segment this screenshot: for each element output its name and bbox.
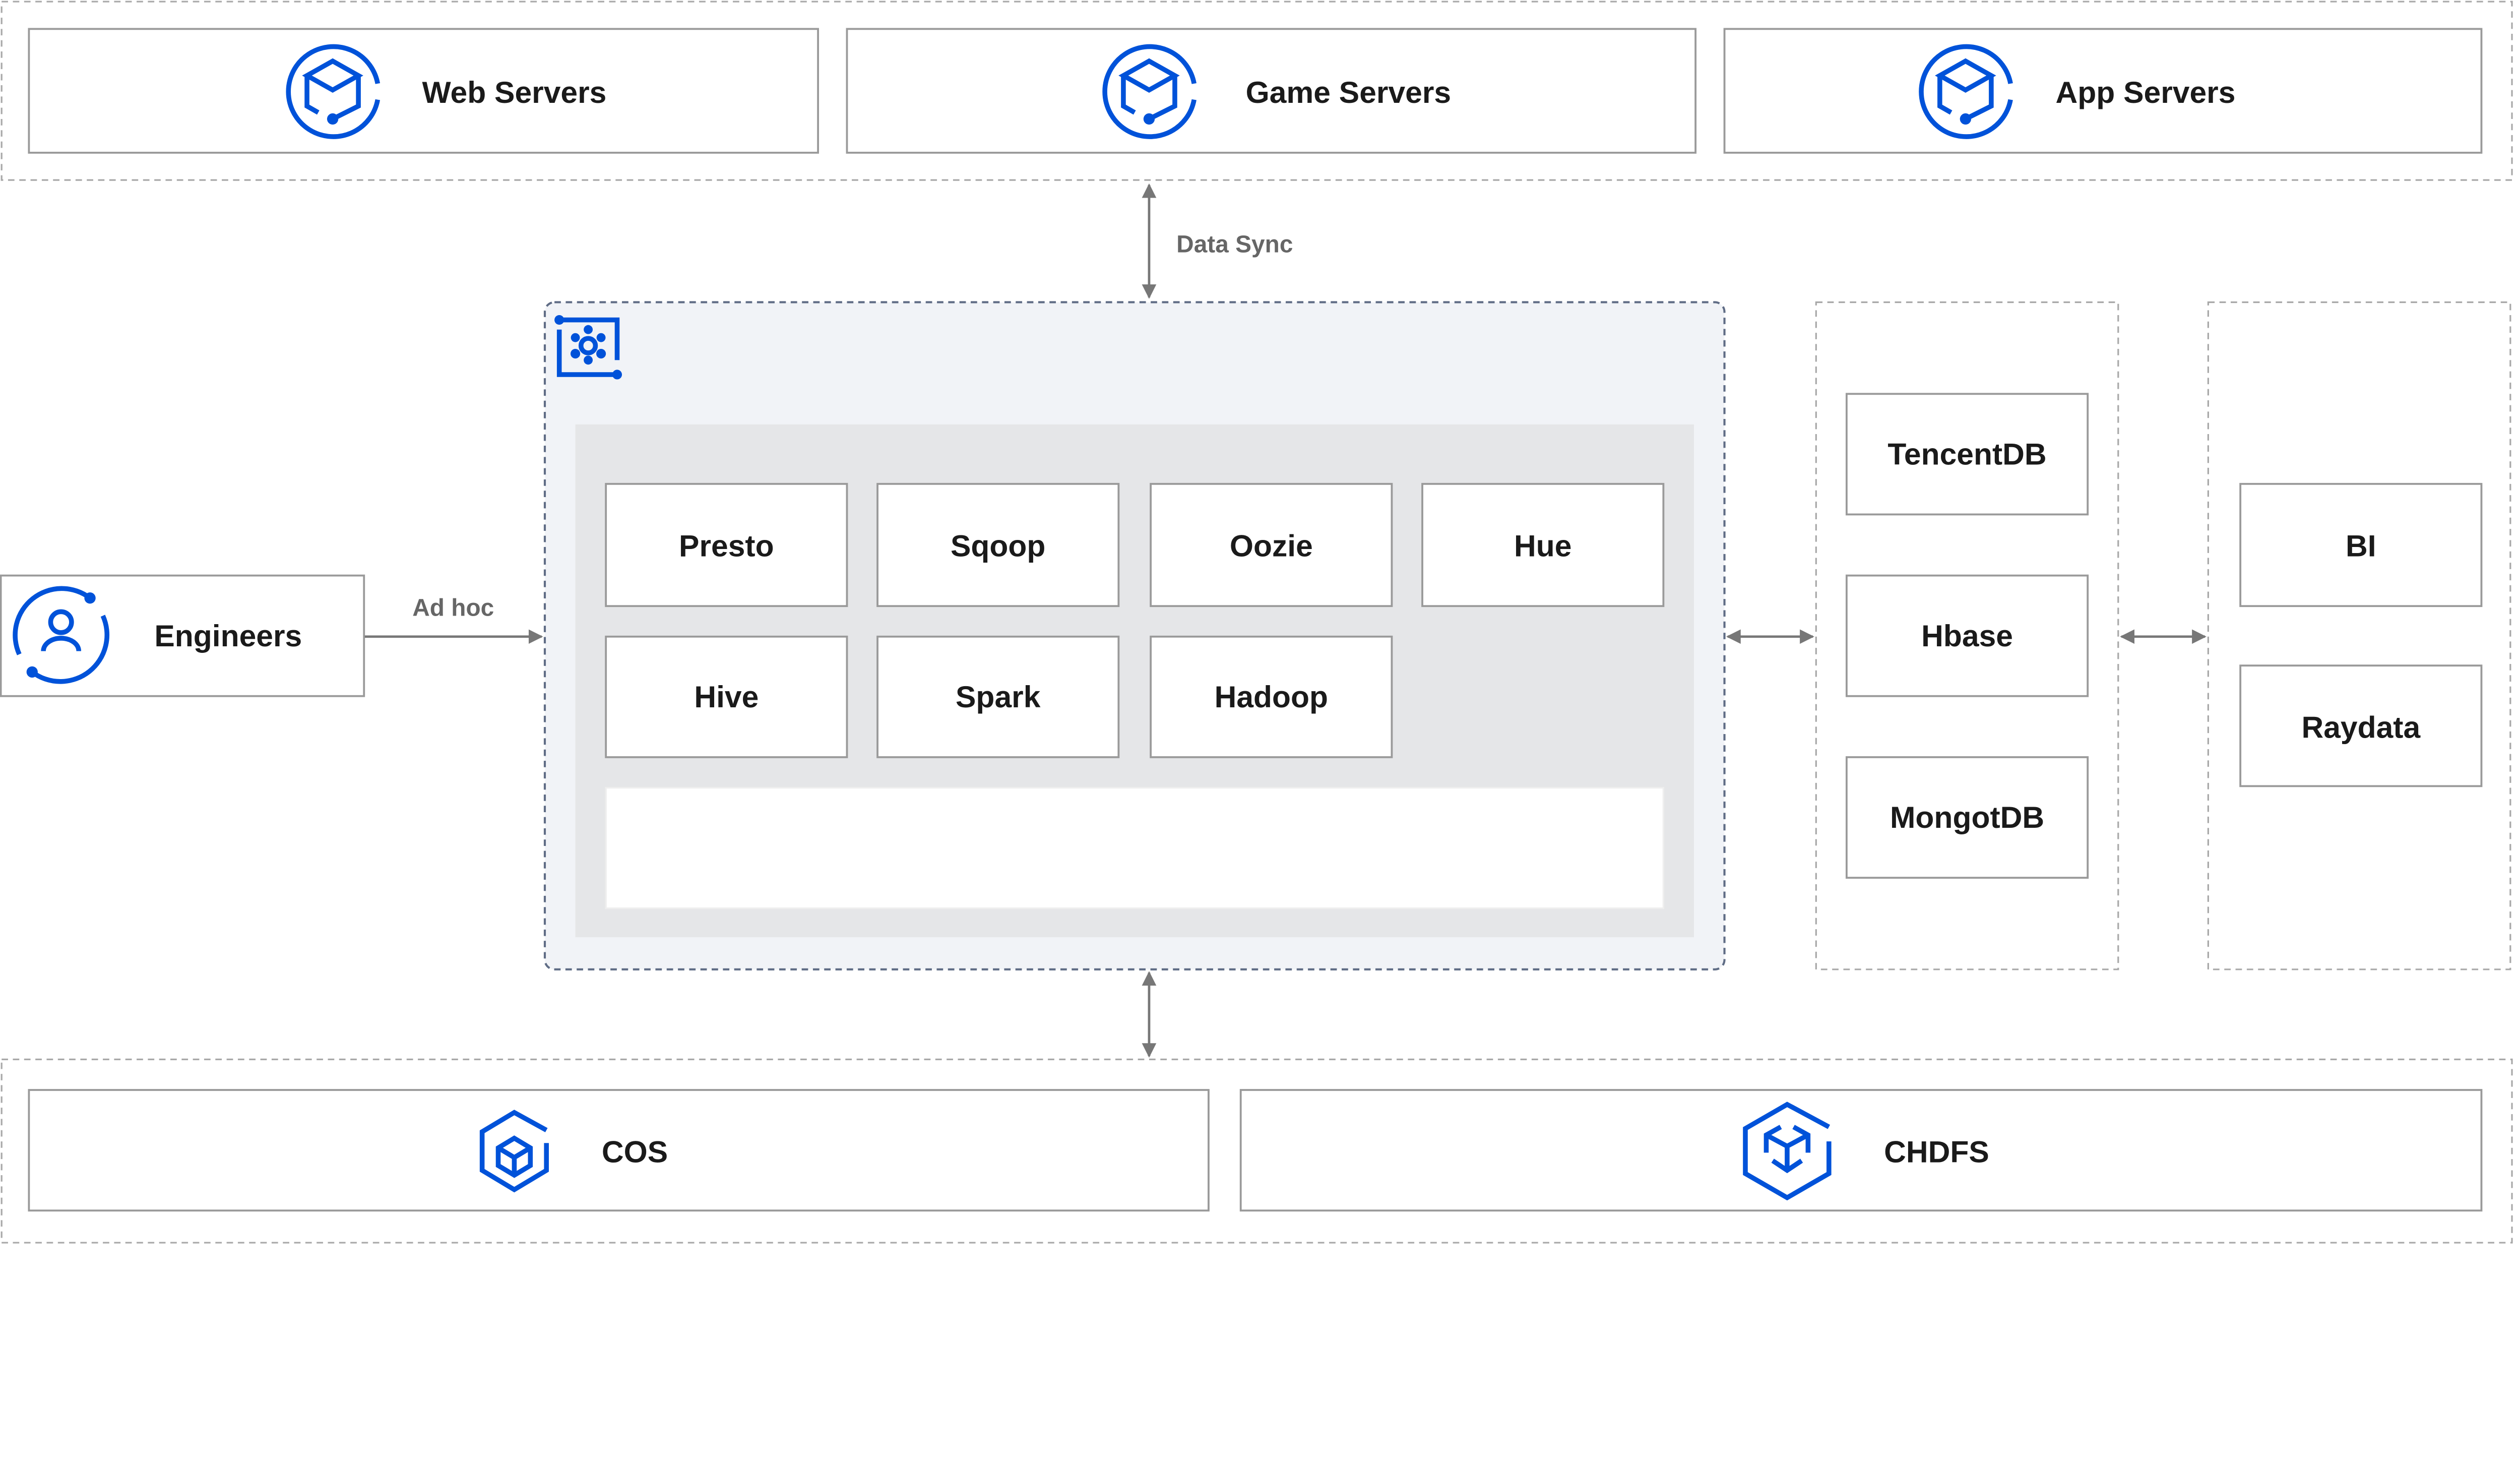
- component-sqoop[interactable]: Sqoop: [876, 482, 1120, 608]
- databases-group: TencentDB Hbase MongotDB: [1815, 301, 2119, 970]
- architecture-diagram: Web Servers Game Servers App Servers Dat…: [0, 1, 2513, 1244]
- analytics-raydata[interactable]: Raydata: [2239, 664, 2483, 787]
- db-label: MongotDB: [1890, 800, 2044, 834]
- game-servers-label: Game Servers: [1246, 75, 1452, 109]
- component-label: Spark: [956, 680, 1041, 714]
- component-label: Hadoop: [1215, 680, 1328, 714]
- engineers-node[interactable]: Engineers: [0, 574, 365, 697]
- db-mongodb[interactable]: MongotDB: [1845, 756, 2089, 879]
- cos-node[interactable]: COS: [28, 1089, 1210, 1212]
- app-servers-node[interactable]: App Servers: [1723, 28, 2483, 154]
- db-hbase[interactable]: Hbase: [1845, 574, 2089, 697]
- component-label: Oozie: [1230, 528, 1313, 563]
- component-label: Presto: [679, 528, 774, 563]
- component-hive[interactable]: Hive: [605, 635, 848, 758]
- chdfs-label: CHDFS: [1884, 1134, 1989, 1169]
- emr-cluster-icon: [554, 315, 622, 380]
- chdfs-node[interactable]: CHDFS: [1239, 1089, 2483, 1212]
- component-oozie[interactable]: Oozie: [1150, 482, 1393, 608]
- db-label: Hbase: [1921, 619, 2013, 653]
- game-servers-node[interactable]: Game Servers: [846, 28, 1697, 154]
- db-label: TencentDB: [1887, 437, 2046, 471]
- ad-hoc-label: Ad hoc: [412, 594, 494, 621]
- cos-label: COS: [602, 1134, 668, 1169]
- component-label: Sqoop: [951, 528, 1045, 563]
- component-spark[interactable]: Spark: [876, 635, 1120, 758]
- analytics-group: BI Raydata: [2207, 301, 2511, 970]
- emr-platform: Presto Sqoop Oozie Hue Hive Spark Hadoop: [543, 301, 1726, 970]
- sources-group: Web Servers Game Servers App Servers: [1, 1, 2513, 181]
- component-hadoop[interactable]: Hadoop: [1150, 635, 1393, 758]
- empty-panel: [605, 786, 1664, 909]
- web-servers-label: Web Servers: [422, 75, 606, 109]
- engineers-label: Engineers: [154, 619, 302, 653]
- cos-storage-icon: [479, 1110, 549, 1193]
- analytics-label: BI: [2346, 528, 2376, 563]
- web-servers-node[interactable]: Web Servers: [28, 28, 819, 154]
- component-label: Hive: [694, 680, 759, 714]
- app-servers-label: App Servers: [2056, 75, 2236, 109]
- component-presto[interactable]: Presto: [605, 482, 848, 608]
- component-label: Hue: [1514, 528, 1571, 563]
- component-hue[interactable]: Hue: [1421, 482, 1665, 608]
- data-sync-label: Data Sync: [1176, 231, 1293, 258]
- analytics-label: Raydata: [2301, 710, 2421, 745]
- chdfs-storage-icon: [1743, 1102, 1832, 1201]
- db-tencentdb[interactable]: TencentDB: [1845, 393, 2089, 516]
- storage-group: COS CHDFS: [1, 1058, 2513, 1244]
- user-icon: [13, 586, 110, 684]
- analytics-bi[interactable]: BI: [2239, 482, 2483, 608]
